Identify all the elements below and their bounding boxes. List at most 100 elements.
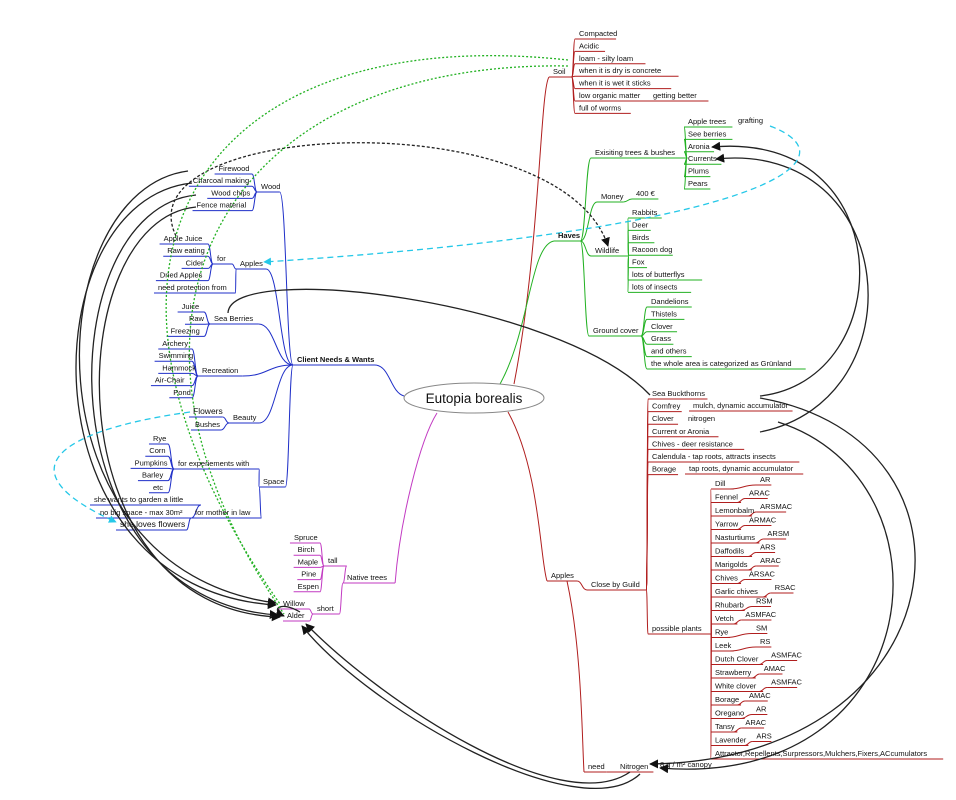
branch-connector [726, 633, 753, 638]
branch-connector [338, 582, 344, 615]
node-swimming: Swimming [159, 351, 194, 360]
plant-code: ARAC [745, 718, 766, 727]
plant-rye: Rye [715, 628, 728, 637]
branch-client [374, 364, 405, 397]
node-dandelions: Dandelions [651, 297, 689, 306]
node-she-wants-to-garden-a-little: she wants to garden a little [94, 495, 183, 504]
branch-connector [759, 687, 768, 692]
branch-connector [222, 416, 230, 424]
node-8-g-m-canopy: 8 g / m² canopy [660, 760, 712, 769]
node-space: Space [263, 477, 284, 486]
node-apple-juice: Apple Juice [164, 234, 203, 243]
branch-connector [231, 263, 237, 270]
plant-code: ARAC [749, 489, 770, 498]
relation-seabuckthorn-aronia [711, 141, 861, 397]
plant-leek: Leek [715, 641, 732, 650]
node-soil: Soil [553, 67, 566, 76]
branch-connector [309, 613, 314, 622]
branch-connector [733, 619, 742, 625]
node-fox: Fox [632, 258, 645, 267]
plant-lavender: Lavender [715, 736, 747, 745]
relation-seaberries-seabuckthorns [227, 288, 651, 396]
plant-daffodils: Daffodils [715, 547, 744, 556]
node-acidic: Acidic [579, 41, 599, 50]
plant-borage: Borage [715, 695, 739, 704]
node-barley: Barley [142, 471, 164, 480]
node-compacted: Compacted [579, 29, 617, 38]
node-birds: Birds [632, 233, 649, 242]
plant-vetch: Vetch [715, 614, 734, 623]
plant-code: ARSMAC [760, 502, 793, 511]
branch-connector [203, 311, 211, 325]
node-haves: Haves [558, 231, 580, 240]
relation-fence-alder [98, 206, 281, 622]
branch-connector [319, 565, 325, 593]
node-raw-eating: Raw eating [167, 246, 205, 255]
branch-connector [736, 700, 746, 706]
plant-white-clover: White clover [715, 682, 757, 691]
node-freezing: Freezing [171, 326, 200, 335]
branch-connector [579, 240, 590, 337]
branch-apples [507, 411, 548, 582]
node-currents: Currents [688, 154, 717, 163]
node-fence-material: Fence material [197, 201, 247, 210]
node-wood: Wood [261, 182, 280, 191]
node-birch: Birch [298, 545, 315, 554]
node-close-by-guild: Close by Guild [591, 580, 640, 589]
branch-connector [265, 268, 294, 366]
node-racoon-dog: Racoon dog [632, 245, 672, 254]
root-ellipse [403, 382, 545, 414]
branch-connector [683, 157, 688, 190]
node-etc: etc [153, 483, 163, 492]
node-low-organic-matter: low organic matter [579, 91, 641, 100]
node-thistels: Thistels [651, 309, 677, 318]
branch-connector [740, 606, 753, 611]
plant-code: ARAC [760, 556, 781, 565]
node-tap-roots-dynamic-accumulator: tap roots, dynamic accumulator [689, 464, 794, 473]
plant-code: ASMFAC [771, 651, 802, 660]
branch-connector [576, 580, 588, 591]
node-need-protection-from: need protection from [158, 283, 227, 292]
node-beauty: Beauty [233, 413, 257, 422]
node-lots-of-butterflys: lots of butterflys [632, 270, 685, 279]
branch-soil [513, 76, 550, 385]
branch-connector [186, 517, 192, 531]
node-chives-deer-resistance: Chives - deer resistance [652, 439, 733, 448]
node-alder: Alder [287, 611, 305, 620]
node-native-trees: Native trees [347, 573, 387, 582]
plant-code: ARS [756, 732, 771, 741]
node-maple: Maple [298, 557, 318, 566]
branch-connector [736, 525, 746, 530]
branch-connector [736, 579, 746, 584]
node-rabbits: Rabbits [632, 208, 658, 217]
branch-connector [736, 498, 746, 503]
node-money: Money [601, 192, 624, 201]
plant-nasturtiums: Nasturtiums [715, 533, 755, 542]
relation-firewood-willow [78, 170, 277, 607]
branch-connector [284, 364, 294, 488]
branch-need [566, 580, 585, 773]
node-and-others: and others [651, 347, 687, 356]
node-getting-better: getting better [653, 91, 697, 100]
node-400: 400 € [636, 189, 656, 198]
branch-lines [90, 38, 944, 773]
node-dried-apples: Dried Apples [160, 271, 203, 280]
node-flowers: Flowers [193, 406, 223, 416]
plant-code: AMAC [749, 691, 771, 700]
branch-connector [235, 268, 237, 294]
relation-soil-willow [165, 55, 569, 605]
node-sea-berries: Sea Berries [214, 314, 253, 323]
node-raw: Raw [189, 314, 205, 323]
plant-marigolds: Marigolds [715, 560, 748, 569]
node-ground-cover: Ground cover [593, 326, 639, 335]
plant-code: RS [760, 637, 770, 646]
node-nitrogen: nitrogen [688, 414, 715, 423]
branch-connector [645, 474, 649, 591]
plant-dill: Dill [715, 479, 726, 488]
node-attractor-repellents-surpressors-mulchers-fixers-accumulators: Attractor,Repellents,Surpressors,Mulcher… [715, 749, 927, 758]
node-current-or-aronia: Current or Aronia [652, 427, 710, 436]
branch-connector [167, 468, 175, 494]
node-grafting: grafting [738, 116, 763, 125]
plant-chives: Chives [715, 574, 738, 583]
node-plums: Plums [688, 167, 709, 176]
